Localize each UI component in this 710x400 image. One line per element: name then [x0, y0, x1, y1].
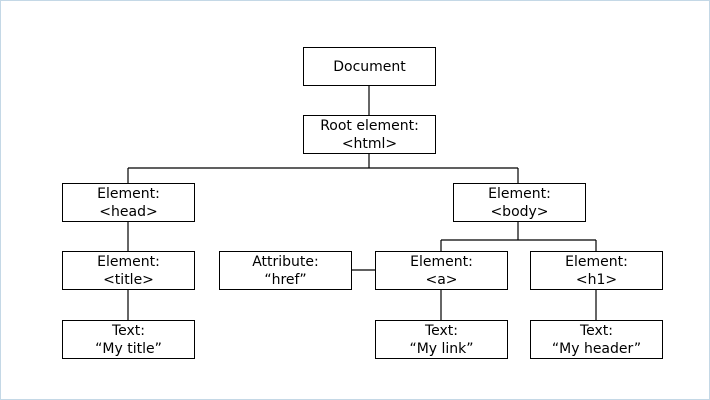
title-text-value: “My title”: [95, 340, 162, 357]
title-text-node: Text: “My title”: [62, 320, 195, 359]
document-node: Document: [303, 47, 436, 86]
head-element-node: Element: <head>: [62, 183, 195, 222]
header-text-value: “My header”: [551, 340, 642, 357]
header-text-node: Text: “My header”: [530, 320, 663, 359]
body-element-label: Element:: [488, 185, 551, 202]
document-node-label: Document: [333, 58, 406, 75]
body-element-node: Element: <body>: [453, 183, 586, 222]
anchor-element-label: Element:: [410, 253, 473, 270]
h1-element-label: Element:: [565, 253, 628, 270]
title-element-tag: <title>: [103, 271, 154, 288]
head-element-label: Element:: [97, 185, 160, 202]
body-element-tag: <body>: [490, 203, 549, 220]
title-element-label: Element:: [97, 253, 160, 270]
anchor-element-node: Element: <a>: [375, 251, 508, 290]
head-element-tag: <head>: [99, 203, 158, 220]
root-element-tag: <html>: [341, 135, 398, 152]
attribute-value: “href”: [264, 271, 307, 288]
root-element-node: Root element: <html>: [303, 115, 436, 154]
attribute-node: Attribute: “href”: [219, 251, 352, 290]
root-element-label: Root element:: [320, 117, 419, 134]
anchor-element-tag: <a>: [425, 271, 458, 288]
h1-element-node: Element: <h1>: [530, 251, 663, 290]
link-text-node: Text: “My link”: [375, 320, 508, 359]
title-element-node: Element: <title>: [62, 251, 195, 290]
link-text-label: Text:: [424, 322, 459, 339]
attribute-label: Attribute:: [252, 253, 319, 270]
title-text-label: Text:: [111, 322, 146, 339]
link-text-value: “My link”: [409, 340, 474, 357]
header-text-label: Text:: [579, 322, 614, 339]
h1-element-tag: <h1>: [575, 271, 618, 288]
